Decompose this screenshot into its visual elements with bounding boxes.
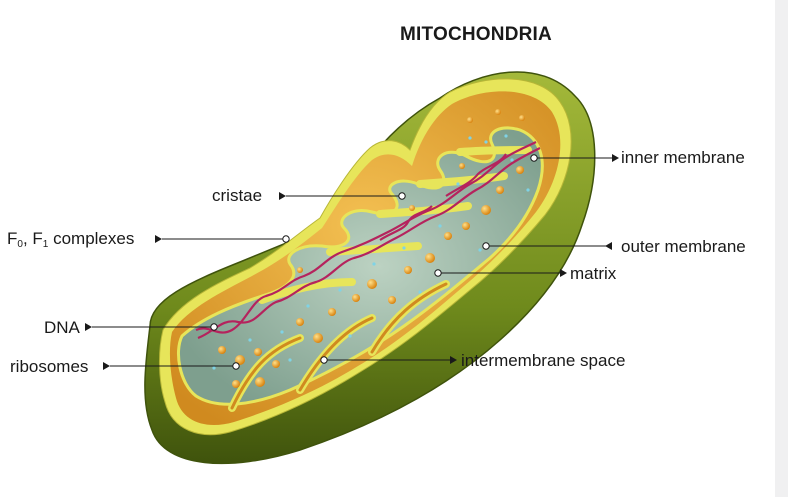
dna-strand <box>195 141 541 340</box>
diagram-title: MITOCHONDRIA <box>400 24 552 45</box>
label-intermembrane-space: intermembrane space <box>461 351 626 370</box>
label-dna: DNA <box>44 318 80 337</box>
label-f-complexes: F0, F1 complexes <box>7 229 135 250</box>
label-inner-membrane: inner membrane <box>621 148 745 167</box>
cristae-fold-shadows <box>230 282 448 410</box>
label-outer-membrane: outer membrane <box>621 237 746 256</box>
label-ribosomes: ribosomes <box>10 357 89 376</box>
page-edge-strip <box>775 0 788 497</box>
matrix-granules <box>212 134 530 370</box>
label-cristae: cristae <box>212 186 263 205</box>
arrowheads <box>85 154 619 370</box>
ribosomes-dots <box>218 109 525 388</box>
endpoint-dots <box>210 154 538 370</box>
label-matrix: matrix <box>570 264 617 283</box>
leader-lines <box>92 157 612 367</box>
